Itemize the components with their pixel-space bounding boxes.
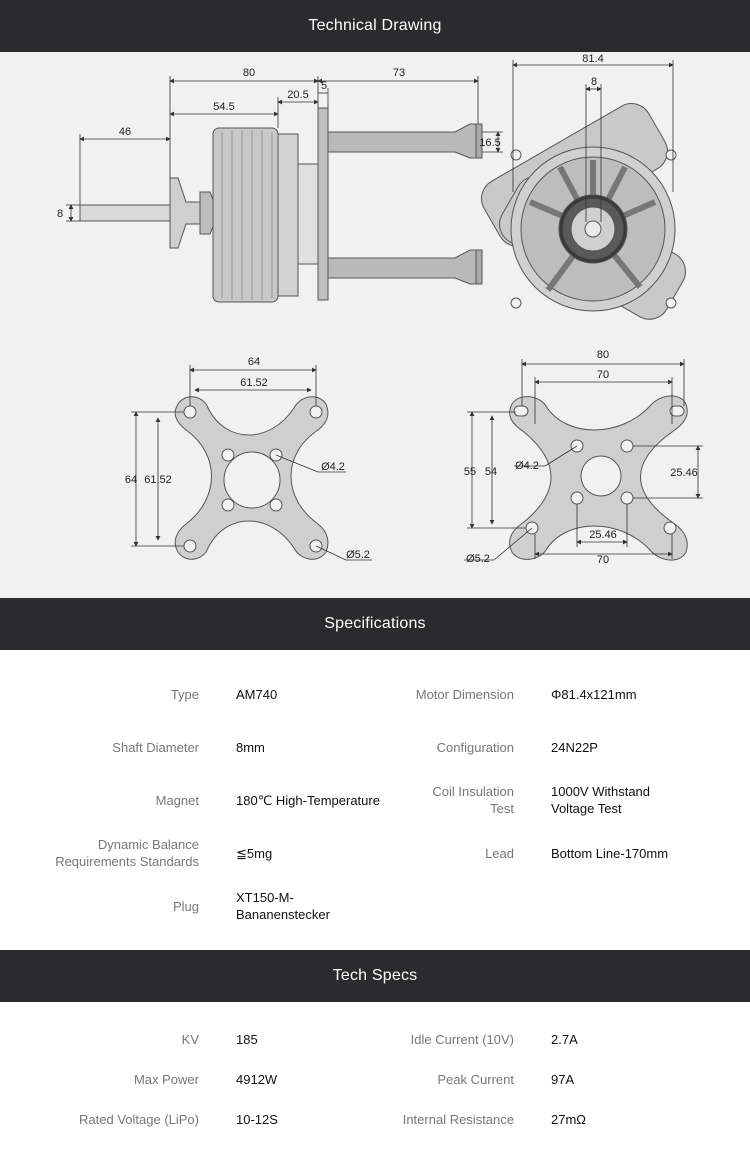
specifications-value-left: 180℃ High-Temperature — [236, 792, 380, 808]
specifications-label-left: Dynamic Balance Requirements Standards — [55, 837, 199, 869]
standoff-top — [327, 123, 479, 159]
tech-specs-label-left: Rated Voltage (LiPo) — [79, 1111, 199, 1127]
side-view-dimensions — [66, 76, 503, 222]
dim-80: 80 — [243, 67, 255, 79]
b-mount-dimensions — [464, 359, 703, 561]
dim-hole-5-2: Ø5.2 — [346, 549, 370, 561]
standoff-bottom — [327, 249, 479, 285]
dim-hole-4-2: Ø4.2 — [321, 461, 345, 473]
specifications-label-left: Plug — [172, 898, 199, 914]
mount-plate — [317, 107, 329, 301]
tech-specs-label-right: Peak Current — [437, 1071, 514, 1087]
specifications-value-left: XT150-M- Bananenstecker — [236, 890, 330, 922]
tech-specs-label-right: Internal Resistance — [402, 1111, 514, 1127]
tech-specs-value-right: 2.7A — [551, 1031, 578, 1047]
specifications-value-left: ≦5mg — [236, 845, 273, 861]
specifications-value-right: Φ81.4x121mm — [551, 686, 637, 702]
dim-25-46-right: 25.46 — [670, 467, 698, 479]
dim-61-52-top: 61.52 — [240, 377, 268, 389]
tech-specs-value-left: 185 — [236, 1031, 258, 1047]
dim-81-4: 81.4 — [582, 53, 603, 65]
specifications-value-right: 1000V Withstand Voltage Test — [551, 784, 651, 816]
specifications-title: Specifications — [324, 615, 426, 632]
front-view-dimensions — [512, 60, 674, 222]
dim-54: 54 — [485, 466, 497, 478]
dim-54-5: 54.5 — [213, 101, 234, 113]
dim-80-b: 80 — [597, 349, 609, 361]
specifications-value-right: Bottom Line-170mm — [551, 845, 669, 861]
dim-8-shaft: 8 — [57, 208, 63, 220]
front-view — [481, 103, 686, 320]
shaft — [79, 204, 176, 222]
technical-drawing-svg: 80 73 5 54.5 20.5 46 8 16.5 — [57, 53, 703, 566]
dim-20-5: 20.5 — [287, 89, 308, 101]
dim-55: 55 — [464, 466, 476, 478]
tech-specs-header: Tech Specs — [0, 950, 750, 1002]
tech-specs-title: Tech Specs — [332, 967, 418, 984]
specifications-label-right: Configuration — [436, 739, 514, 755]
prop-adapter — [169, 177, 201, 249]
dim-16-5: 16.5 — [479, 137, 500, 149]
dim-hole-4-2-b: Ø4.2 — [515, 460, 539, 472]
specifications-label-left: Type — [170, 686, 199, 702]
specifications-label-right: Motor Dimension — [415, 686, 514, 702]
dim-61-52-left: 61.52 — [144, 474, 172, 486]
dim-46: 46 — [119, 126, 131, 138]
motor-bell — [212, 127, 279, 303]
side-view — [79, 107, 483, 303]
dim-5: 5 — [321, 80, 327, 92]
dim-64-top: 64 — [248, 356, 260, 368]
tech-specs-value-right: 27mΩ — [551, 1111, 587, 1127]
specifications-label-left: Shaft Diameter — [112, 739, 199, 755]
tech-specs-label-left: Max Power — [133, 1071, 199, 1087]
technical-drawing: 80 73 5 54.5 20.5 46 8 16.5 — [0, 52, 750, 598]
dim-hole-5-2-b: Ø5.2 — [466, 553, 490, 565]
dim-8-front: 8 — [591, 76, 597, 88]
specifications-label-right: Lead — [485, 845, 514, 861]
dim-73: 73 — [393, 67, 405, 79]
x-mount-dimensions — [131, 365, 372, 561]
tech-specs-label-left: KV — [181, 1031, 199, 1047]
side-view-labels: 80 73 5 54.5 20.5 46 8 16.5 — [57, 67, 501, 220]
x-mount-labels: 64 61.52 64 61.52 Ø4.2 Ø5.2 — [125, 356, 370, 561]
technical-drawing-title: Technical Drawing — [308, 17, 442, 34]
tech-specs-value-right: 97A — [551, 1071, 575, 1087]
specifications-label-left: Magnet — [155, 792, 199, 808]
dim-25-46-bottom: 25.46 — [589, 529, 617, 541]
specifications-header: Specifications — [0, 598, 750, 650]
specifications-value-left: 8mm — [236, 739, 265, 755]
specifications-value-right: 24N22P — [551, 739, 598, 755]
tech-specs-section: KV 185 Idle Current (10V) 2.7A Max Power 4912… — [0, 1002, 750, 1151]
dim-70-bottom: 70 — [597, 554, 609, 566]
tech-specs-label-right: Idle Current (10V) — [410, 1031, 514, 1047]
dim-70-top: 70 — [597, 369, 609, 381]
b-mount-labels: 80 70 55 54 Ø4.2 25.46 25.46 70 Ø5.2 — [464, 349, 698, 566]
b-mount-plate — [509, 395, 688, 561]
x-mount-plate — [174, 396, 329, 560]
tech-specs-value-left: 10-12S — [236, 1111, 278, 1127]
dim-64-left: 64 — [125, 474, 137, 486]
specifications-label-right: Coil Insulation Test — [432, 784, 514, 816]
front-view-labels: 81.4 8 — [582, 53, 603, 88]
technical-drawing-header: Technical Drawing — [0, 0, 750, 52]
specifications-value-left: AM740 — [236, 686, 278, 702]
tech-specs-value-left: 4912W — [236, 1071, 278, 1087]
